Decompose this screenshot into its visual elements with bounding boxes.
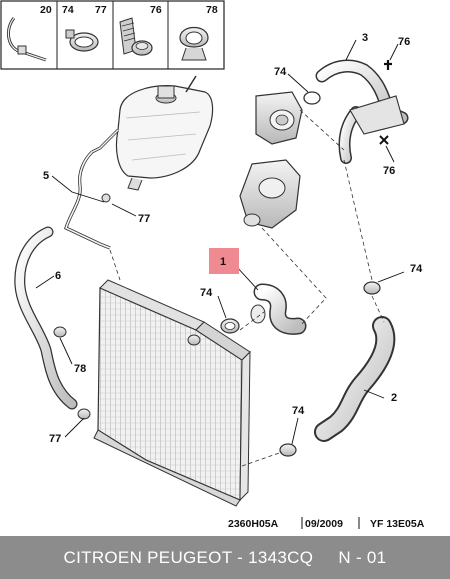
coolant-pipe-3 (315, 59, 409, 164)
callout-6[interactable]: 6 (55, 270, 61, 282)
callout-74-thermostat[interactable]: 74 (274, 66, 287, 78)
callout-74-right[interactable]: 74 (410, 263, 423, 275)
callout-78[interactable]: 78 (74, 363, 86, 375)
coolant-hose-1 (220, 283, 307, 335)
thermostat-housing (239, 159, 301, 229)
legend-label-78: 78 (206, 4, 218, 16)
footer-page: N - 01 (338, 547, 387, 567)
callout-74-bottom[interactable]: 74 (292, 405, 305, 417)
callout-76-right[interactable]: 76 (383, 165, 395, 177)
legend-label-74: 74 (62, 4, 74, 16)
legend-label-77: 77 (95, 4, 107, 16)
footer-bar: CITROEN PEUGEOT - 1343CQ N - 01 (0, 536, 450, 579)
coolant-hose-2 (279, 281, 396, 457)
parts-diagram: 20 74 77 76 78 (0, 0, 425, 530)
expansion-tank (91, 75, 214, 191)
water-outlet-housing (255, 91, 321, 145)
callout-77-tank[interactable]: 77 (138, 213, 150, 225)
coolant-pipe-5 (64, 150, 111, 250)
callout-76-top[interactable]: 76 (398, 36, 410, 48)
bolt-icon (119, 17, 153, 56)
reference-variant: YF 13E05A (370, 518, 425, 530)
legend-label-76: 76 (150, 4, 162, 16)
legend-label-20: 20 (40, 4, 52, 16)
callout-5[interactable]: 5 (43, 170, 49, 182)
callout-2[interactable]: 2 (391, 392, 397, 404)
hose-clamp-icon (65, 29, 99, 52)
coolant-hose-6 (14, 226, 91, 420)
highlight-callout-1 (209, 248, 239, 274)
cable-tie-icon (6, 17, 47, 62)
leader-lines (35, 39, 405, 445)
radiator (93, 279, 251, 507)
footer-brand: CITROEN PEUGEOT - 1343CQ (63, 547, 314, 567)
legend-box: 20 74 77 76 78 (0, 0, 225, 70)
callout-74-middle[interactable]: 74 (200, 287, 213, 299)
reference-code: 2360H05A (228, 518, 279, 530)
connector-lines (109, 109, 385, 467)
callout-1[interactable]: 1 (220, 256, 226, 268)
clip-icon (179, 26, 209, 61)
callout-77-bottom[interactable]: 77 (49, 433, 61, 445)
reference-date: 09/2009 (305, 518, 343, 530)
callout-3[interactable]: 3 (362, 32, 368, 44)
